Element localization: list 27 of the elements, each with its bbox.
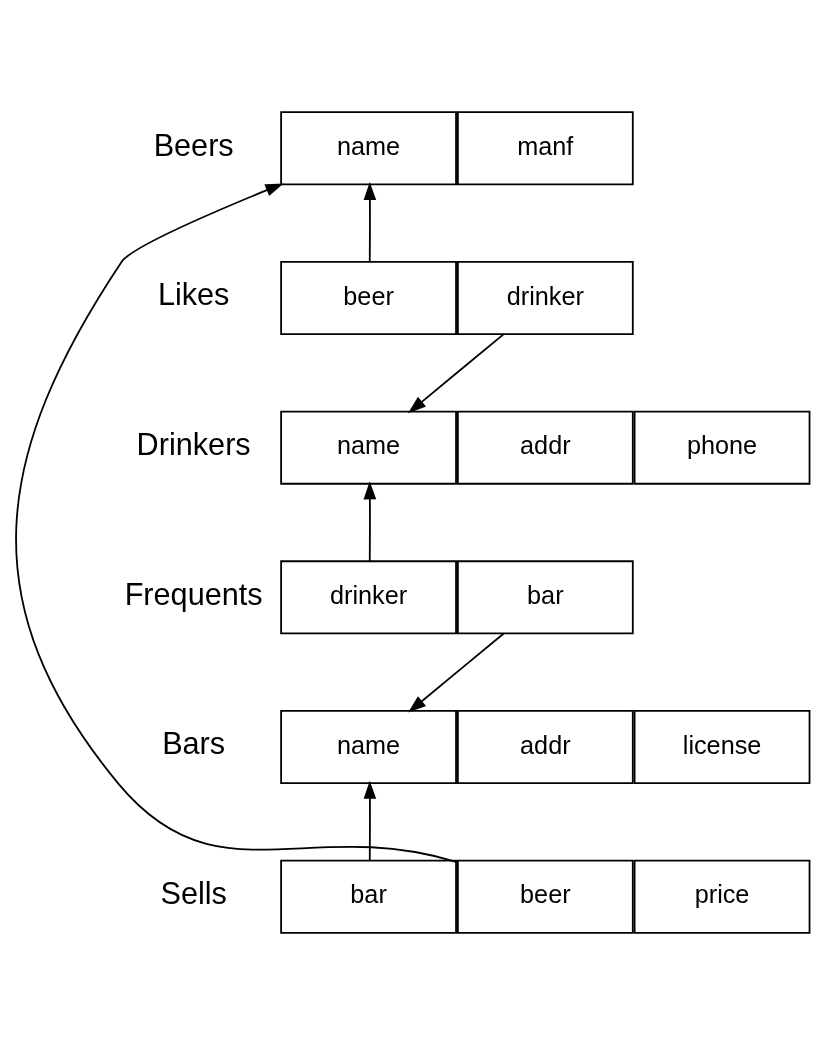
- node-box: addr: [456, 410, 634, 485]
- arrow: [408, 333, 505, 414]
- label: Beers: [153, 127, 234, 162]
- arrow: [363, 182, 377, 263]
- node-box: drinker: [456, 261, 634, 335]
- arrow: [15, 183, 459, 864]
- arrow: [408, 632, 505, 713]
- label: Drinkers: [136, 427, 251, 462]
- arrow: [363, 780, 377, 862]
- node-box: name: [280, 410, 457, 485]
- node-box: manf: [456, 111, 634, 186]
- node-box: price: [633, 859, 811, 934]
- node-box: name: [280, 111, 457, 186]
- label: Bars: [162, 726, 226, 761]
- node-box: addr: [456, 710, 634, 784]
- node-box: name: [280, 710, 457, 784]
- node-box: phone: [633, 410, 811, 485]
- node-box: bar: [280, 859, 457, 934]
- node-box: bar: [456, 560, 634, 635]
- arrow: [363, 481, 377, 563]
- node-box: beer: [456, 859, 634, 934]
- node-box: beer: [280, 261, 457, 335]
- node-box: drinker: [280, 560, 457, 635]
- node-box: license: [633, 710, 811, 784]
- label: Likes: [157, 277, 230, 312]
- label: Frequents: [124, 576, 263, 611]
- label: Sells: [160, 876, 227, 911]
